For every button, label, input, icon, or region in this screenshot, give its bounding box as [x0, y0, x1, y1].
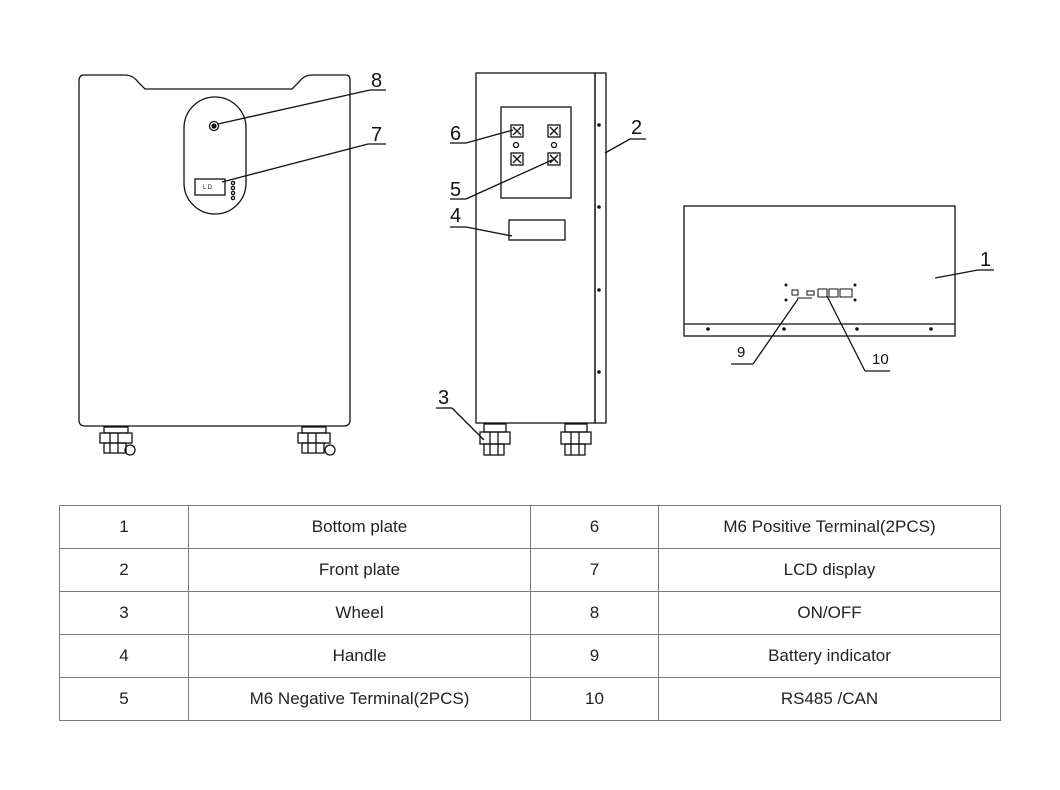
bottom-screws	[706, 327, 933, 331]
callout-5-leader	[465, 159, 553, 200]
callout-6: 6	[450, 123, 461, 145]
bottom-plate-outline	[683, 205, 956, 337]
part-number: 5	[59, 677, 189, 721]
part-name: M6 Negative Terminal(2PCS)	[188, 677, 531, 721]
terminal-positive-2-icon	[547, 124, 561, 138]
power-button-icon	[208, 120, 220, 132]
callout-6-leader	[465, 129, 514, 144]
callout-1-leader	[934, 269, 979, 279]
callout-2: 2	[631, 117, 642, 139]
callout-9: 9	[737, 344, 745, 361]
callout-4-leader	[465, 226, 513, 237]
callout-3-leader	[451, 407, 485, 441]
callout-7: 7	[371, 124, 382, 146]
front-left-wheel-icon	[99, 426, 136, 456]
part-number: 10	[530, 677, 659, 721]
callout-1: 1	[980, 249, 991, 271]
handle	[508, 219, 566, 241]
callout-2-leader	[604, 138, 631, 154]
lcd-text: L D	[203, 185, 213, 191]
part-number: 3	[59, 591, 189, 635]
callout-8: 8	[371, 70, 382, 92]
strip-screws	[597, 123, 601, 374]
part-name: Wheel	[188, 591, 531, 635]
front-plate-outline	[78, 74, 351, 427]
callout-8-leader	[217, 89, 371, 125]
terminal-positive-1-icon	[510, 124, 524, 138]
table-row: 2 Front plate 7 LCD display	[59, 548, 1001, 592]
table-row: 4 Handle 9 Battery indicator	[59, 634, 1001, 678]
side-body-outline	[475, 72, 596, 424]
bottom-view: 1 9 10	[683, 205, 994, 372]
parts-table: 1 Bottom plate 6 M6 Positive Terminal(2P…	[59, 505, 1001, 721]
part-name: Handle	[188, 634, 531, 678]
part-number: 9	[530, 634, 659, 678]
battery-diagram: L D 8 7	[78, 70, 994, 456]
part-number: 7	[530, 548, 659, 592]
side-right-wheel-icon	[560, 423, 592, 456]
callout-4: 4	[450, 205, 461, 227]
part-name: Front plate	[188, 548, 531, 592]
front-control-window	[183, 96, 247, 215]
side-view: 6 5 4 2 3	[436, 72, 646, 456]
part-name: Bottom plate	[188, 505, 531, 549]
port-cluster	[784, 283, 857, 302]
lcd-display	[194, 178, 226, 196]
part-name: ON/OFF	[658, 591, 1001, 635]
part-number: 8	[530, 591, 659, 635]
table-row: 1 Bottom plate 6 M6 Positive Terminal(2P…	[59, 505, 1001, 549]
callout-9-leader	[752, 298, 799, 365]
table-row: 5 M6 Negative Terminal(2PCS) 10 RS485 /C…	[59, 677, 1001, 721]
part-number: 2	[59, 548, 189, 592]
front-right-wheel-icon	[297, 426, 336, 456]
polarity-mark-icon	[550, 141, 558, 149]
callout-10: 10	[872, 351, 889, 368]
part-name: RS485 /CAN	[658, 677, 1001, 721]
front-view: L D 8 7	[78, 70, 386, 456]
battery-indicator-dots-icon	[230, 180, 236, 201]
polarity-mark-icon	[512, 141, 520, 149]
part-number: 6	[530, 505, 659, 549]
callout-7-leader	[221, 143, 369, 183]
table-row: 3 Wheel 8 ON/OFF	[59, 591, 1001, 635]
terminal-panel	[500, 106, 572, 199]
front-plate-strip	[594, 72, 607, 424]
callout-5: 5	[450, 179, 461, 201]
part-name: LCD display	[658, 548, 1001, 592]
part-name: Battery indicator	[658, 634, 1001, 678]
part-number: 4	[59, 634, 189, 678]
terminal-negative-2-icon	[547, 152, 561, 166]
callout-10-leader	[826, 295, 866, 372]
callout-3: 3	[438, 387, 449, 409]
terminal-negative-1-icon	[510, 152, 524, 166]
side-left-wheel-icon	[479, 423, 511, 456]
part-name: M6 Positive Terminal(2PCS)	[658, 505, 1001, 549]
part-number: 1	[59, 505, 189, 549]
